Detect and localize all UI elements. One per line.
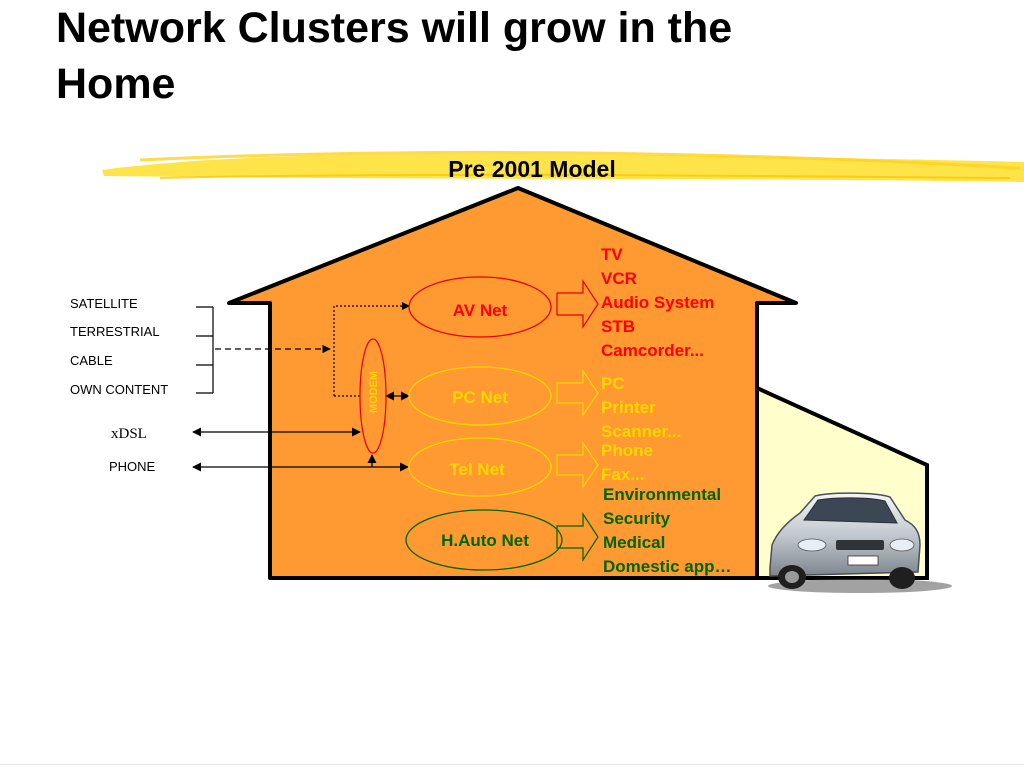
tel-net-arrow [556,441,599,489]
av-device-tv: TV [601,245,623,264]
source-cable: CABLE [70,353,113,368]
av-device-vcr: VCR [601,269,637,288]
source-bracket [196,306,214,394]
tel-device-fax: Fax... [601,465,644,484]
slide-title-line2: Home [56,60,176,108]
hauto-device-environmental: Environmental [603,485,721,504]
tel-net-cluster: Tel Net Phone Fax... [408,437,653,497]
tel-device-phone: Phone [601,441,653,460]
pc-device-scanner: Scanner... [601,422,681,441]
car-icon [768,492,952,593]
hauto-net-cluster: H.Auto Net Environmental Security Medica… [405,485,731,576]
pc-net-label: PC Net [452,388,508,407]
tel-net-label: Tel Net [449,460,505,479]
source-xdsl: xDSL [111,426,147,442]
av-device-camcorder: Camcorder... [601,341,704,360]
source-own-content: OWN CONTENT [70,382,168,397]
modem-label: MODEM [368,371,380,413]
av-device-stb: STB [601,317,635,336]
slide-title: Network Clusters will grow in the Home [56,0,956,112]
highlighter-stroke [102,150,1024,182]
av-dotted-link [333,305,406,397]
hauto-net-arrow [556,511,599,563]
bottom-divider [0,764,1024,765]
av-device-audio-system: Audio System [601,293,714,312]
source-satellite: SATELLITE [70,296,138,311]
source-terrestrial: TERRESTRIAL [70,324,160,339]
hauto-net-label: H.Auto Net [441,531,529,550]
modem-node: MODEM [359,338,387,454]
pc-device-printer: Printer [601,398,656,417]
pc-device-pc: PC [601,374,625,393]
pc-net-arrow [556,369,599,417]
house-shape [227,186,798,580]
source-phone: PHONE [109,459,156,474]
av-net-cluster: AV Net TV VCR Audio System STB Camcorder… [408,245,714,360]
model-subtitle: Pre 2001 Model [448,156,615,182]
av-net-arrow [556,278,599,330]
av-link-arrowhead [402,302,410,310]
pc-net-cluster: PC Net PC Printer Scanner... [408,366,681,441]
hauto-device-domestic-app: Domestic app… [603,557,731,576]
slide-title-line1: Network Clusters will grow in the [56,4,733,52]
hauto-device-medical: Medical [603,533,665,552]
av-net-label: AV Net [453,301,508,320]
hauto-device-security: Security [603,509,671,528]
